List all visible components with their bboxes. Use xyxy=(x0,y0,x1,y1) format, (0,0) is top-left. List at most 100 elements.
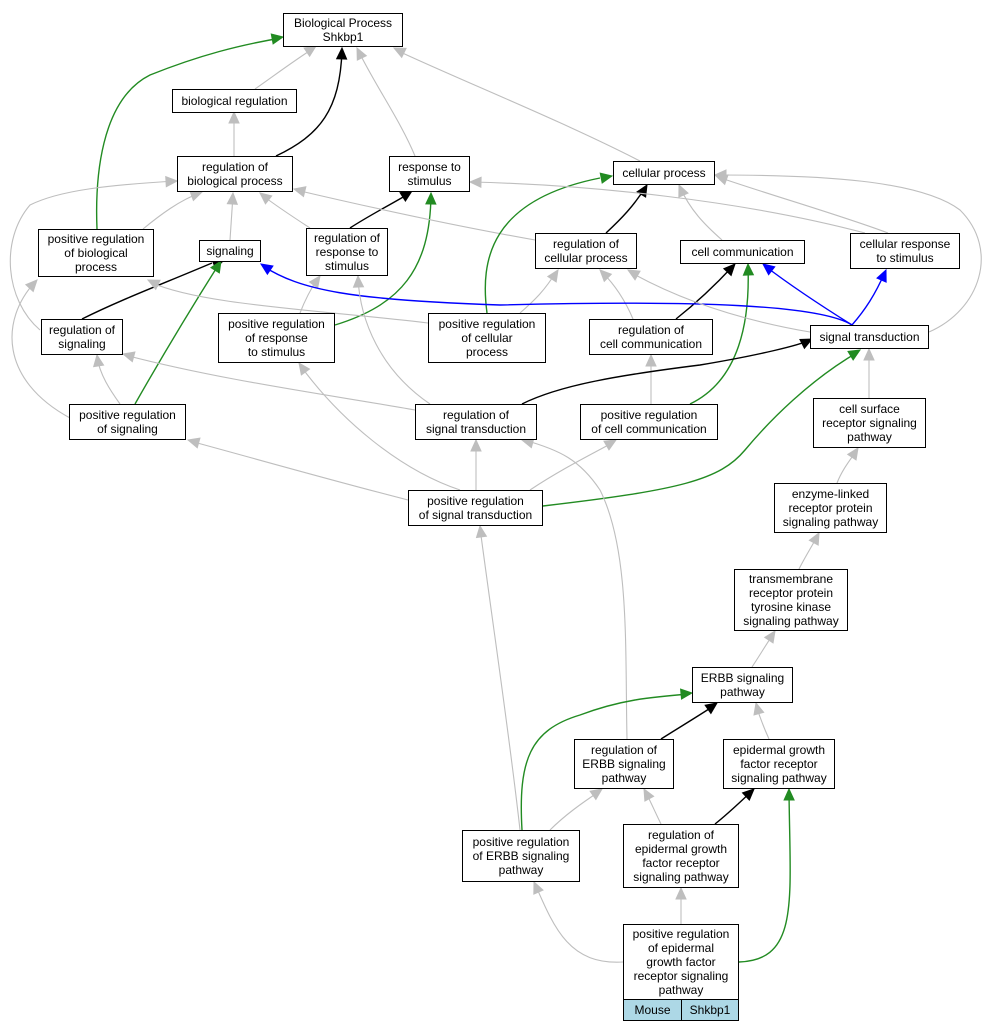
arrowhead-regbp-to-biolreg xyxy=(228,110,240,124)
arrowhead-regsigtrans-to-regsig xyxy=(121,351,136,363)
edge-posregsigtrans-to-sigtrans xyxy=(542,351,859,507)
arrowhead-cellsurf-to-sigtrans xyxy=(863,347,875,361)
arrowhead-posregsig-to-signaling xyxy=(209,259,222,274)
node-cell-surface-receptor-signaling-pathway: cell surface receptor signaling pathway xyxy=(813,398,926,448)
arrowhead-posregcellproc-to-posregbp xyxy=(146,279,161,291)
edge-cellresp-to-resp xyxy=(471,181,866,234)
edge-sigtrans-to-cellproc xyxy=(716,174,982,333)
arrowhead-regresp-to-regbp xyxy=(259,192,273,205)
node-regulation-of-cellular-process: regulation of cellular process xyxy=(535,233,637,269)
arrowhead-posregbp-to-bp xyxy=(270,33,285,45)
node-regulation-of-signal-transduction: regulation of signal transduction xyxy=(415,404,537,440)
edge-biolreg-to-bp xyxy=(254,47,315,90)
arrowhead-sigtrans-to-signaling xyxy=(259,263,274,276)
arrowhead-posregbp-to-regbp xyxy=(189,190,204,202)
node-biological-regulation: biological regulation xyxy=(172,89,297,113)
arrowhead-posregerbb-to-erbb xyxy=(680,688,694,700)
edge-regsig-to-regbp xyxy=(9,180,176,331)
edge-regcellcomm-to-cellcomm xyxy=(675,265,734,320)
arrowhead-biolreg-to-bp xyxy=(303,45,318,58)
species-cell: Mouse xyxy=(623,999,682,1021)
arrowhead-regsigtrans-to-regresp xyxy=(352,274,365,288)
arrowhead-posregegfr-to-regegfr xyxy=(675,886,687,900)
arrowhead-egfr-to-erbb xyxy=(753,701,765,716)
edge-posregegfr-to-egfr xyxy=(738,790,791,963)
arrowhead-sigtrans-to-regcellproc xyxy=(626,269,641,281)
node-positive-regulation-of-cellular-process: positive regulation of cellular process xyxy=(428,313,546,363)
node-positive-regulation-of-epidermal-growth-factor-receptor-signaling-pathway: positive regulation of epidermal growth … xyxy=(623,924,739,1000)
arrowhead-cellresp-to-resp xyxy=(468,176,482,189)
arrowhead-erbb-to-rtk xyxy=(763,629,776,644)
arrowhead-posregegfr-to-posregerbb xyxy=(533,880,544,895)
arrowhead-resp-to-bp xyxy=(356,46,368,61)
arrowhead-posregsigtrans-to-posregsig xyxy=(186,437,201,449)
edge-posregsigtrans-to-posregsig xyxy=(189,440,409,501)
arrowhead-regbp-to-bp xyxy=(335,46,348,60)
edge-sigtrans-to-cellcomm xyxy=(764,265,853,326)
node-regulation-of-signaling: regulation of signaling xyxy=(41,319,123,355)
edge-regcellproc-to-regbp xyxy=(295,189,536,241)
edge-regresp-to-regbp xyxy=(261,194,311,229)
node-erbb-signaling-pathway: ERBB signaling pathway xyxy=(692,667,793,703)
node-positive-regulation-of-biological-process: positive regulation of biological proces… xyxy=(38,229,154,277)
edge-regsigtrans-to-regresp xyxy=(357,277,431,405)
edge-regresp-to-resp xyxy=(349,192,411,229)
arrowhead-posregsigtrans-to-regsigtrans xyxy=(470,438,482,452)
edge-regsig-to-signaling xyxy=(81,262,213,320)
arrowhead-regresp-to-resp xyxy=(399,190,414,203)
node-signaling: signaling xyxy=(199,240,261,262)
edge-posregcellproc-to-posregbp xyxy=(149,281,429,324)
edge-regbp-to-bp xyxy=(275,49,343,157)
arrowhead-cellproc-to-bp xyxy=(392,47,407,59)
node-cellular-process: cellular process xyxy=(613,161,715,185)
arrowhead-sigtrans-to-cellcomm xyxy=(762,263,776,276)
node-positive-regulation-of-cell-communication: positive regulation of cell communicatio… xyxy=(580,404,718,440)
edge-regsigtrans-to-regsig xyxy=(124,354,416,411)
arrowhead-posregsigtrans-to-posregcellcomm xyxy=(603,439,618,451)
arrowhead-regcellcomm-to-regcellproc xyxy=(599,269,613,283)
node-positive-regulation-of-signaling: positive regulation of signaling xyxy=(69,404,186,440)
arrowhead-signaling-to-regbp xyxy=(226,191,239,205)
arrowhead-posregsig-to-posregbp xyxy=(24,279,38,293)
arrowhead-rtk-to-enzlinked xyxy=(808,531,820,546)
arrowhead-cellcomm-to-cellproc xyxy=(678,183,689,198)
node-regulation-of-response-to-stimulus: regulation of response to stimulus xyxy=(306,228,388,276)
node-positive-regulation-of-signal-transduction: positive regulation of signal transducti… xyxy=(408,490,543,526)
arrowhead-regcellproc-to-cellproc xyxy=(636,183,648,198)
edge-posregcellproc-to-cellproc xyxy=(484,177,601,314)
gene-cell: Shkbp1 xyxy=(681,999,739,1021)
arrowhead-posregegfr-to-egfr xyxy=(783,787,795,801)
edge-cellcomm-to-cellproc xyxy=(679,186,723,241)
arrowhead-regerbb-to-erbb xyxy=(704,702,718,715)
edge-posregerbb-to-posregsigtrans xyxy=(479,527,521,831)
node-biological-process-root: Biological Process Shkbp1 xyxy=(283,13,403,47)
arrowhead-regsigtrans-to-sigtrans xyxy=(799,338,814,350)
edge-posregerbb-to-regerbb xyxy=(549,790,601,831)
edge-posregcellcomm-to-cellcomm xyxy=(689,265,749,405)
edge-posregegfr-to-posregerbb xyxy=(534,883,624,963)
arrowhead-regsig-to-regbp xyxy=(165,175,179,188)
arrowhead-regegfr-to-egfr xyxy=(741,788,755,802)
edge-posregsig-to-posregbp xyxy=(11,281,71,419)
edge-sigtrans-to-regcellproc xyxy=(629,271,811,333)
arrowhead-sigtrans-to-cellresp xyxy=(876,268,887,283)
node-regulation-of-erbb-signaling-pathway: regulation of ERBB signaling pathway xyxy=(574,739,674,789)
node-cellular-response-to-stimulus: cellular response to stimulus xyxy=(850,233,960,269)
node-regulation-of-cell-communication: regulation of cell communication xyxy=(589,319,713,355)
arrowhead-posregerbb-to-posregsigtrans xyxy=(475,524,488,539)
arrowhead-posregsig-to-regsig xyxy=(92,353,105,368)
edge-posregbp-to-regbp xyxy=(142,192,201,230)
arrowhead-posregcellcomm-to-cellcomm xyxy=(742,262,755,276)
edge-posregbp-to-bp xyxy=(95,37,282,230)
edge-regsigtrans-to-sigtrans xyxy=(521,339,811,405)
arrowhead-regcellproc-to-regbp xyxy=(292,186,307,198)
edge-sigtrans-to-signaling xyxy=(262,265,853,326)
arrowhead-posregresp-to-resp xyxy=(425,191,437,205)
edge-cellproc-to-bp xyxy=(395,49,641,162)
node-positive-regulation-of-erbb-signaling-pathway: positive regulation of ERBB signaling pa… xyxy=(462,830,580,882)
edge-resp-to-bp xyxy=(357,49,416,157)
arrowhead-posregsigtrans-to-sigtrans xyxy=(847,349,862,361)
arrowhead-sigtrans-to-cellproc xyxy=(713,169,727,181)
